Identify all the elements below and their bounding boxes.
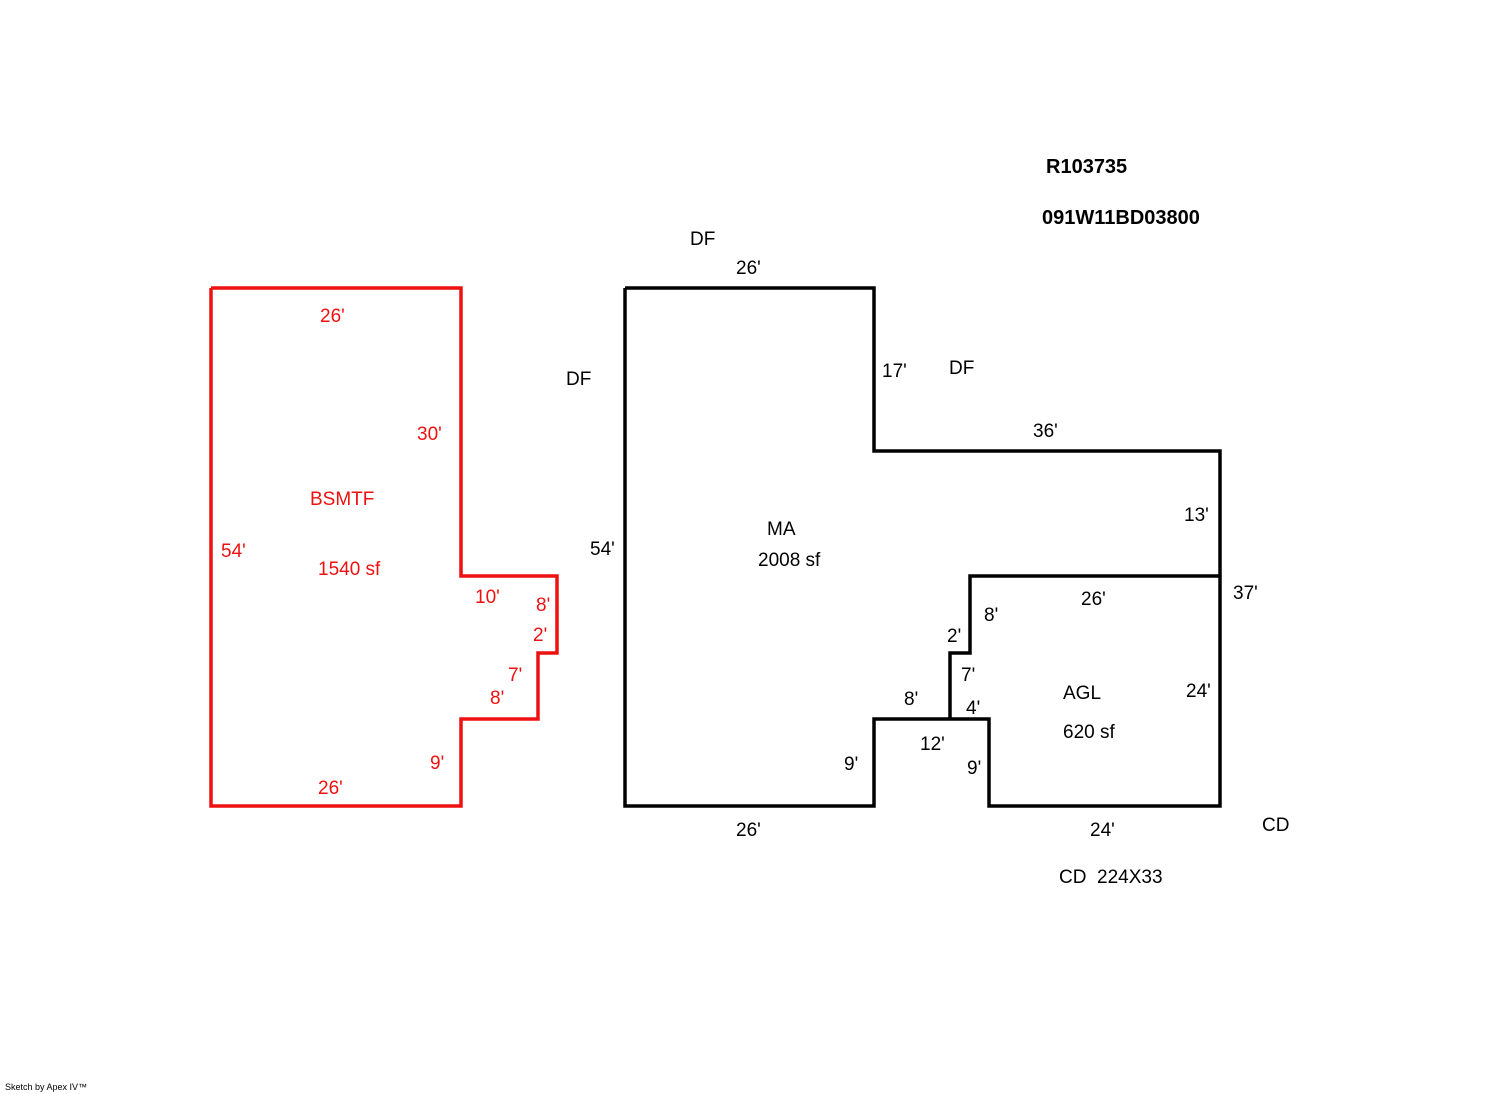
main-dim-bottom-left: 26': [736, 820, 761, 841]
basement-outline: [209, 286, 559, 808]
main-code: MA: [767, 519, 796, 540]
main-dim-bottom-notch: 9': [844, 754, 858, 775]
main-dim-wing-top: 36': [1033, 421, 1058, 442]
sketch-credit: Sketch by Apex IV™: [5, 1082, 87, 1092]
basement-dim-top: 26': [320, 306, 345, 327]
garage-dim-left-a: 8': [984, 605, 998, 626]
garage-dim-left-d: 4': [966, 698, 980, 719]
main-dim-step-b: 12': [920, 734, 945, 755]
garage-code: AGL: [1063, 683, 1101, 704]
garage-dim-left-c: 7': [961, 665, 975, 686]
df-label-left: DF: [566, 369, 591, 390]
basement-dim-left: 54': [221, 541, 246, 562]
garage-outline: [948, 574, 1220, 719]
main-dim-top: 26': [736, 258, 761, 279]
main-area: 2008 sf: [758, 550, 821, 571]
garage-dim-left-b: 2': [947, 626, 961, 647]
basement-dim-right-lower: 9': [430, 753, 444, 774]
cd-note: CD 224X33: [1059, 867, 1163, 888]
df-label-right: DF: [949, 358, 974, 379]
basement-dim-step-top: 10': [475, 587, 500, 608]
account-id: R103735: [1046, 156, 1127, 178]
basement-dim-step-right-a: 8': [536, 595, 550, 616]
basement-dim-step-mid-b: 8': [490, 688, 504, 709]
basement-area: 1540 sf: [318, 559, 381, 580]
df-label-top: DF: [690, 229, 715, 250]
main-dim-notch-right: 17': [882, 361, 907, 382]
map-tax-lot: 091W11BD03800: [1042, 207, 1200, 229]
main-area-outline: [623, 286, 1222, 808]
basement-dim-step-mid-a: 7': [508, 665, 522, 686]
main-dim-wing-right: 13': [1184, 505, 1209, 526]
garage-dim-bottom: 24': [1090, 820, 1115, 841]
garage-dim-left-bottom: 9': [967, 758, 981, 779]
garage-dim-top: 26': [1081, 589, 1106, 610]
main-dim-left: 54': [590, 539, 615, 560]
basement-code: BSMTF: [310, 489, 374, 510]
garage-dim-right: 24': [1186, 681, 1211, 702]
garage-area: 620 sf: [1063, 722, 1115, 743]
main-dim-step-a: 8': [904, 689, 918, 710]
basement-dim-right-upper: 30': [417, 424, 442, 445]
main-dim-right-total: 37': [1233, 583, 1258, 604]
basement-dim-bottom: 26': [318, 778, 343, 799]
cd-label-corner: CD: [1262, 815, 1289, 836]
basement-dim-step-right-b: 2': [533, 625, 547, 646]
